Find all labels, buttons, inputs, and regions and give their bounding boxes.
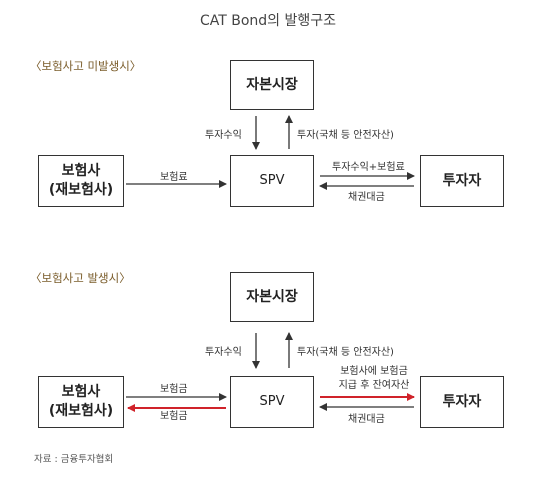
spv-box: SPV (230, 155, 314, 207)
label-claim-payout: 보험금 (160, 411, 188, 422)
investor-box: 투자자 (420, 155, 504, 207)
diagram-title: CAT Bond의 발행구조 (199, 13, 337, 29)
investor-box: 투자자 (420, 376, 504, 428)
label-bond-payment: 채권대금 (348, 414, 385, 425)
label-return-plus-premium: 투자수익+보험료 (332, 162, 405, 173)
insurer-box: 보험사 (재보험사) (38, 376, 124, 428)
section-heading-no-event: 〈보험사고 미발생시〉 (30, 59, 142, 73)
label-investment-return: 투자수익 (205, 130, 242, 141)
label-remaining-assets: 보험사에 보험금 지급 후 잔여자산 (338, 366, 410, 391)
section-heading-event: 〈보험사고 발생시〉 (30, 271, 131, 285)
source-note: 자료 : 금융투자협회 (34, 454, 114, 465)
insurer-box: 보험사 (재보험사) (38, 155, 124, 207)
spv-box: SPV (230, 376, 314, 428)
label-premium: 보험료 (160, 172, 188, 183)
label-claim-payment: 보험금 (160, 384, 188, 395)
label-bond-payment: 채권대금 (348, 192, 385, 203)
capital-market-box: 자본시장 (230, 60, 314, 110)
label-investment-safe-assets: 투자(국채 등 안전자산) (297, 347, 394, 358)
capital-market-box: 자본시장 (230, 272, 314, 322)
label-investment-return: 투자수익 (205, 347, 242, 358)
label-investment-safe-assets: 투자(국채 등 안전자산) (297, 130, 394, 141)
